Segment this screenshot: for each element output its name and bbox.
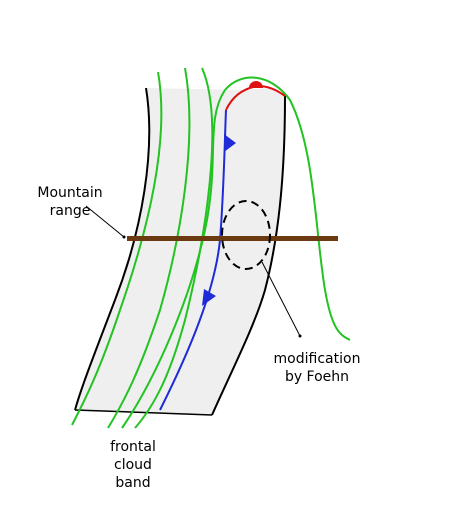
cloud-band-bottom-edge [74,409,213,416]
streamlines [71,67,351,429]
mountain-range-label-line-2: range [49,203,91,219]
foehn-pointer-dot [298,334,302,338]
cloud-band-region [75,88,285,415]
streamline-1 [71,71,163,426]
streamline-3 [134,67,214,429]
mountain-range-label-line-1: Mountain [37,185,103,201]
mountain-pointer-line [85,205,125,238]
foehn-modification-circle [221,200,271,270]
frontal-label-line-1: frontal [110,439,156,455]
foehn-label-line-2: by Foehn [284,369,350,385]
frontal-label-line-2: cloud [114,457,152,473]
mountain-pointer-dot [122,235,126,239]
frontal-label-line-3: band [115,475,151,491]
frontal-cloud-band-label: frontal cloud band [98,438,168,492]
streamline-2 [107,67,191,429]
mountain-range-bar [127,236,338,241]
foehn-modification-label: modification by Foehn [262,350,372,386]
cold-front-triangle-upper [224,134,236,152]
cold-front-triangle-lower [202,289,216,306]
foehn-pointer-line [261,261,301,337]
streamline-4 [121,76,351,429]
cloud-band-left-edge [74,87,151,411]
warm-front-semicircle [249,81,263,88]
cloud-band-right-edge [211,95,286,416]
mountain-range-label: Mountain range [30,184,110,220]
foehn-label-line-1: modification [273,351,361,367]
